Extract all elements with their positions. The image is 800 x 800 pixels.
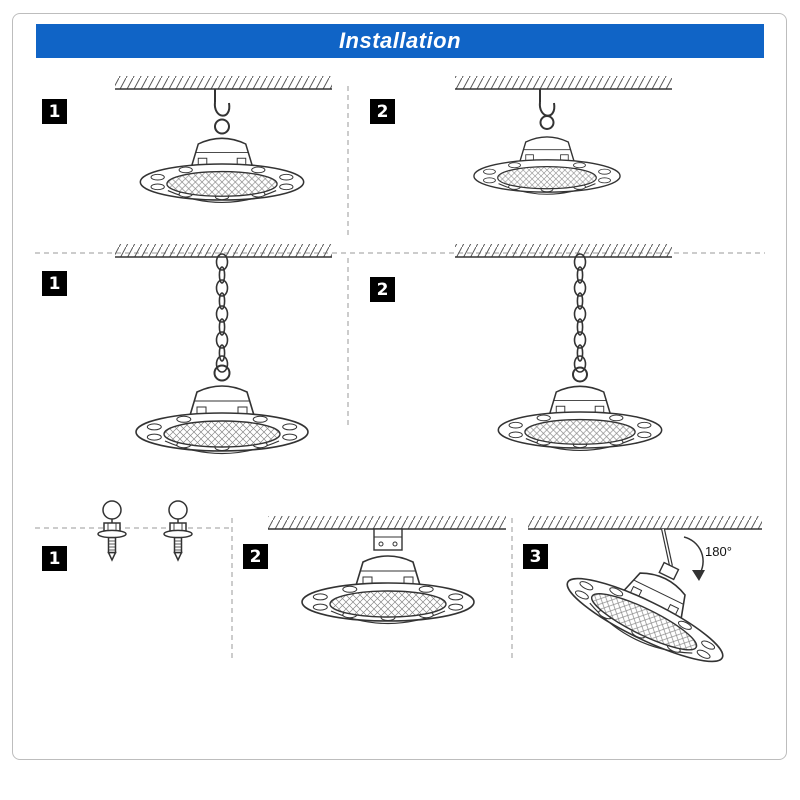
ufo-light-drawing: [139, 137, 305, 204]
step-badge-chain-2: 2: [370, 277, 395, 302]
ufo-light-drawing: [301, 555, 475, 625]
hook-mount-step2-drawing: [473, 88, 621, 195]
hanging-ring-icon: [214, 118, 230, 135]
ceiling-mount-step2-drawing: [301, 528, 475, 625]
ceiling-hatch-row2-right: [455, 244, 672, 258]
mount-tab: [658, 561, 680, 581]
page-title: Installation: [338, 28, 462, 53]
mounting-bolts-drawing: [97, 500, 193, 561]
hook-mount-step1-drawing: [139, 88, 305, 204]
chain-drawing: [573, 253, 587, 373]
ceiling-hatch-row2-left: [115, 244, 332, 258]
hanging-ring-icon: [213, 364, 231, 382]
ceiling-hatch-row3-middle: [268, 516, 506, 530]
eye-bolt-icon: [97, 500, 127, 561]
rotation-angle-label: 180°: [705, 544, 732, 559]
ufo-light-drawing: [473, 136, 621, 195]
step-badge-mount-1: 1: [42, 546, 67, 571]
step-badge-hook-1: 1: [42, 99, 67, 124]
chain-drawing: [215, 253, 229, 373]
step-badge-mount-2: 2: [243, 544, 268, 569]
ufo-light-drawing: [135, 385, 309, 455]
rotation-step3-drawing: 180°: [557, 528, 744, 678]
hanging-ring-icon: [539, 115, 555, 130]
chain-mount-step1-drawing: [135, 253, 309, 455]
step-badge-chain-1: 1: [42, 271, 67, 296]
step-badge-mount-3: 3: [523, 544, 548, 569]
page-border: [12, 13, 787, 760]
ufo-light-drawing: [497, 385, 663, 452]
ceiling-hatch-row3-right: [528, 516, 762, 530]
step-badge-hook-2: 2: [370, 99, 395, 124]
ceiling-hatch-row1-left: [115, 76, 332, 90]
rotation-arrowhead-icon: [692, 570, 705, 581]
ufo-light-tilted-drawing: [557, 540, 744, 678]
header-bar: Installation: [36, 24, 764, 58]
mount-bracket: [373, 528, 403, 551]
rotation-arrow-icon: [683, 536, 704, 576]
hanging-ring-icon: [572, 366, 588, 383]
chain-mount-step2-drawing: [497, 253, 663, 452]
ceiling-hatch-row1-right: [455, 76, 672, 90]
eye-bolt-icon: [163, 500, 193, 561]
